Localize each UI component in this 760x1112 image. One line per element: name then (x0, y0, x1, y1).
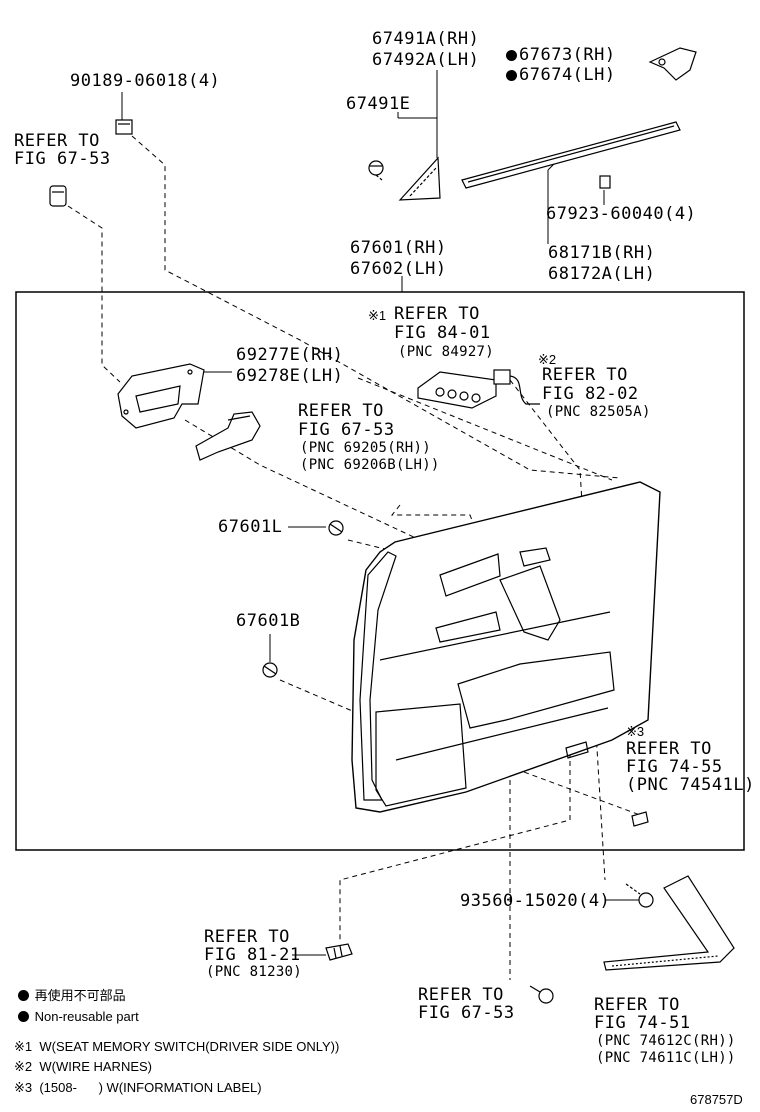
non-reusable-dot-icon (506, 50, 517, 61)
refer-label-67-53-top-line2: FIG 67-53 (14, 149, 111, 169)
refer-label-74-51-pnc2: (PNC 74611C(LH)) (596, 1050, 736, 1066)
legend-note-3: ※3 (1508- ) W(INFORMATION LABEL) (14, 1080, 262, 1095)
refer-label-67-53-top-line1: REFER TO (14, 131, 100, 151)
part-label-67601: 67601(RH) (350, 238, 447, 258)
refer-label-67-53-bottom-line1: REFER TO (418, 985, 504, 1005)
refer-label-82-02-pnc: (PNC 82505A) (546, 404, 651, 420)
info-label-icon (631, 811, 649, 827)
note-mark-1: ※1 (368, 308, 387, 323)
switch-84927-icon (417, 371, 497, 409)
refer-label-74-51-line2: FIG 74-51 (594, 1013, 691, 1033)
clip-67601L-icon (328, 520, 344, 536)
refer-label-84-01-pnc: (PNC 84927) (398, 344, 495, 360)
screw-bottom-icon (529, 985, 554, 1004)
refer-label-81-21-pnc: (PNC 81230) (206, 964, 303, 980)
refer-label-67-53-mid-line1: REFER TO (298, 401, 384, 421)
refer-label-67-53-mid-pnc1: (PNC 69205(RH)) (300, 440, 431, 456)
refer-label-74-55-line1: REFER TO (626, 739, 712, 759)
part-label-90189: 90189-06018(4) (70, 71, 221, 91)
part-label-93560: 93560-15020(4) (460, 891, 611, 911)
refer-label-74-51-line1: REFER TO (594, 995, 680, 1015)
leader-lines (121, 70, 640, 956)
part-label-67601B: 67601B (236, 611, 301, 631)
non-reusable-dot-icon (506, 70, 517, 81)
refer-label-67-53-bottom-line2: FIG 67-53 (418, 1003, 515, 1023)
weatherstrip-68171B-icon (461, 121, 681, 189)
legend-dot-icon (18, 990, 29, 1001)
clip-67923-icon (599, 175, 611, 189)
refer-label-74-55-line2: FIG 74-55 (626, 757, 723, 777)
refer-label-67-53-mid-line2: FIG 67-53 (298, 420, 395, 440)
part-label-67491E: 67491E (346, 94, 411, 114)
part-label-67923: 67923-60040(4) (546, 204, 697, 224)
corner-piece-67491A-icon (398, 156, 441, 201)
door-trim-panel-icon (351, 481, 661, 813)
refer-label-81-21-line1: REFER TO (204, 927, 290, 947)
refer-label-82-02-line1: REFER TO (542, 365, 628, 385)
part-label-67673: 67673(RH) (506, 46, 616, 65)
note-mark-3: ※3 (626, 724, 645, 739)
part-label-67601L: 67601L (218, 517, 283, 537)
legend-note-2: ※2 W(WIRE HARNES) (14, 1059, 153, 1074)
refer-label-84-01-line2: FIG 84-01 (394, 323, 491, 343)
clip-90189-icon (115, 119, 133, 135)
part-label-67602: 67602(LH) (350, 259, 447, 279)
refer-label-81-21-line2: FIG 81-21 (204, 945, 301, 965)
refer-label-67-53-mid-pnc2: (PNC 69206B(LH)) (300, 457, 440, 473)
part-label-69277E: 69277E(RH) (236, 345, 344, 365)
refer-label-82-02-line2: FIG 82-02 (542, 384, 639, 404)
part-label-68171B: 68171B(RH) (548, 243, 656, 263)
clip-left-icon (49, 185, 67, 207)
part-label-67492A: 67492A(LH) (372, 50, 480, 70)
screw-67491E-icon (368, 160, 384, 181)
piece-67673-icon (648, 47, 697, 81)
legend-note-1: ※1 W(SEAT MEMORY SWITCH(DRIVER SIDE ONLY… (14, 1039, 340, 1054)
note-mark-2: ※2 (538, 352, 557, 367)
refer-label-74-55-pnc: (PNC 74541L) (626, 775, 755, 795)
refer-label-74-51-pnc1: (PNC 74612C(RH)) (596, 1033, 736, 1049)
handle-bezel-69277E-icon (117, 363, 205, 429)
part-label-68172A: 68172A(LH) (548, 264, 656, 284)
wire-harness-icon (493, 369, 540, 405)
clip-67601B-icon (262, 662, 278, 678)
part-label-67674: 67674(LH) (506, 66, 616, 85)
legend-dot-icon (18, 1011, 29, 1022)
part-label-69278E: 69278E(LH) (236, 366, 344, 386)
inside-handle-icon (195, 411, 261, 461)
armrest-74612C-icon (603, 875, 735, 971)
diagram-id: 678757D (690, 1092, 743, 1107)
connector-81230-icon (325, 943, 353, 961)
assembly-frame (15, 291, 745, 851)
legend-line-2: Non-reusable part (18, 1009, 139, 1024)
part-label-67491A: 67491A(RH) (372, 29, 480, 49)
refer-label-84-01-line1: REFER TO (394, 304, 480, 324)
screw-93560-icon (625, 883, 654, 908)
legend-line-1: 再使用不可部品 (18, 988, 126, 1003)
